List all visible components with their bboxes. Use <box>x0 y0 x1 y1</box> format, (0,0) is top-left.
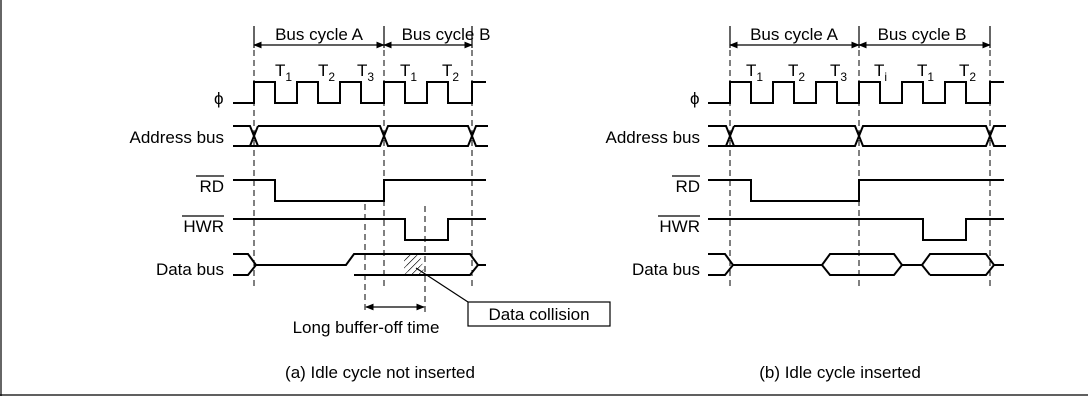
state-label: T3 <box>357 61 374 84</box>
signal-name-clock: ϕ <box>690 89 700 108</box>
hwr-waveform <box>233 218 486 241</box>
collision-leader-line <box>415 267 469 303</box>
state-label: T2 <box>442 61 459 84</box>
bus-cycle-b-label: Bus cycle B <box>402 25 491 44</box>
signal-name-data-bus: Data bus <box>632 260 700 279</box>
data-bus-waveform <box>233 253 486 276</box>
rd-waveform <box>233 179 486 202</box>
panel-b-caption: (b) Idle cycle inserted <box>759 363 921 382</box>
state-label: T2 <box>788 61 805 84</box>
clock-waveform <box>233 81 486 104</box>
state-label: T1 <box>917 61 934 84</box>
rd-waveform <box>708 179 1004 202</box>
panel-a-caption: (a) Idle cycle not inserted <box>285 363 475 382</box>
hwr-waveform <box>708 218 1004 241</box>
signal-name-rd: RD <box>199 177 224 196</box>
state-label: T2 <box>959 61 976 84</box>
state-label: T3 <box>830 61 847 84</box>
address-bus-waveform <box>708 125 1006 147</box>
bus-cycle-a-label: Bus cycle A <box>750 25 839 44</box>
signal-name-hwr: HWR <box>659 217 700 236</box>
signal-name-clock: ϕ <box>214 89 224 108</box>
data-bus-waveform <box>708 253 1004 276</box>
buffer-off-label: Long buffer-off time <box>293 318 440 337</box>
bus-cycle-a-label: Bus cycle A <box>275 25 364 44</box>
signal-name-hwr: HWR <box>183 217 224 236</box>
signal-name-data-bus: Data bus <box>156 260 224 279</box>
collision-label: Data collision <box>488 305 589 324</box>
collision-callout-box <box>467 301 611 327</box>
state-label: T1 <box>275 61 292 84</box>
state-label: Ti <box>874 61 887 84</box>
state-label: T1 <box>400 61 417 84</box>
bus-cycle-b-label: Bus cycle B <box>878 25 967 44</box>
panel-b: Bus cycle A Bus cycle B T1 T2 T3 Ti T1 T… <box>606 25 1006 382</box>
address-bus-waveform <box>233 125 488 147</box>
signal-name-rd: RD <box>675 177 700 196</box>
panel-a: Bus cycle A Bus cycle B T1 T2 T3 T1 T2 ϕ… <box>130 25 611 382</box>
state-label: T1 <box>746 61 763 84</box>
signal-name-address-bus: Address bus <box>130 128 225 147</box>
state-label: T2 <box>318 61 335 84</box>
clock-waveform <box>708 81 1004 104</box>
signal-name-address-bus: Address bus <box>606 128 701 147</box>
